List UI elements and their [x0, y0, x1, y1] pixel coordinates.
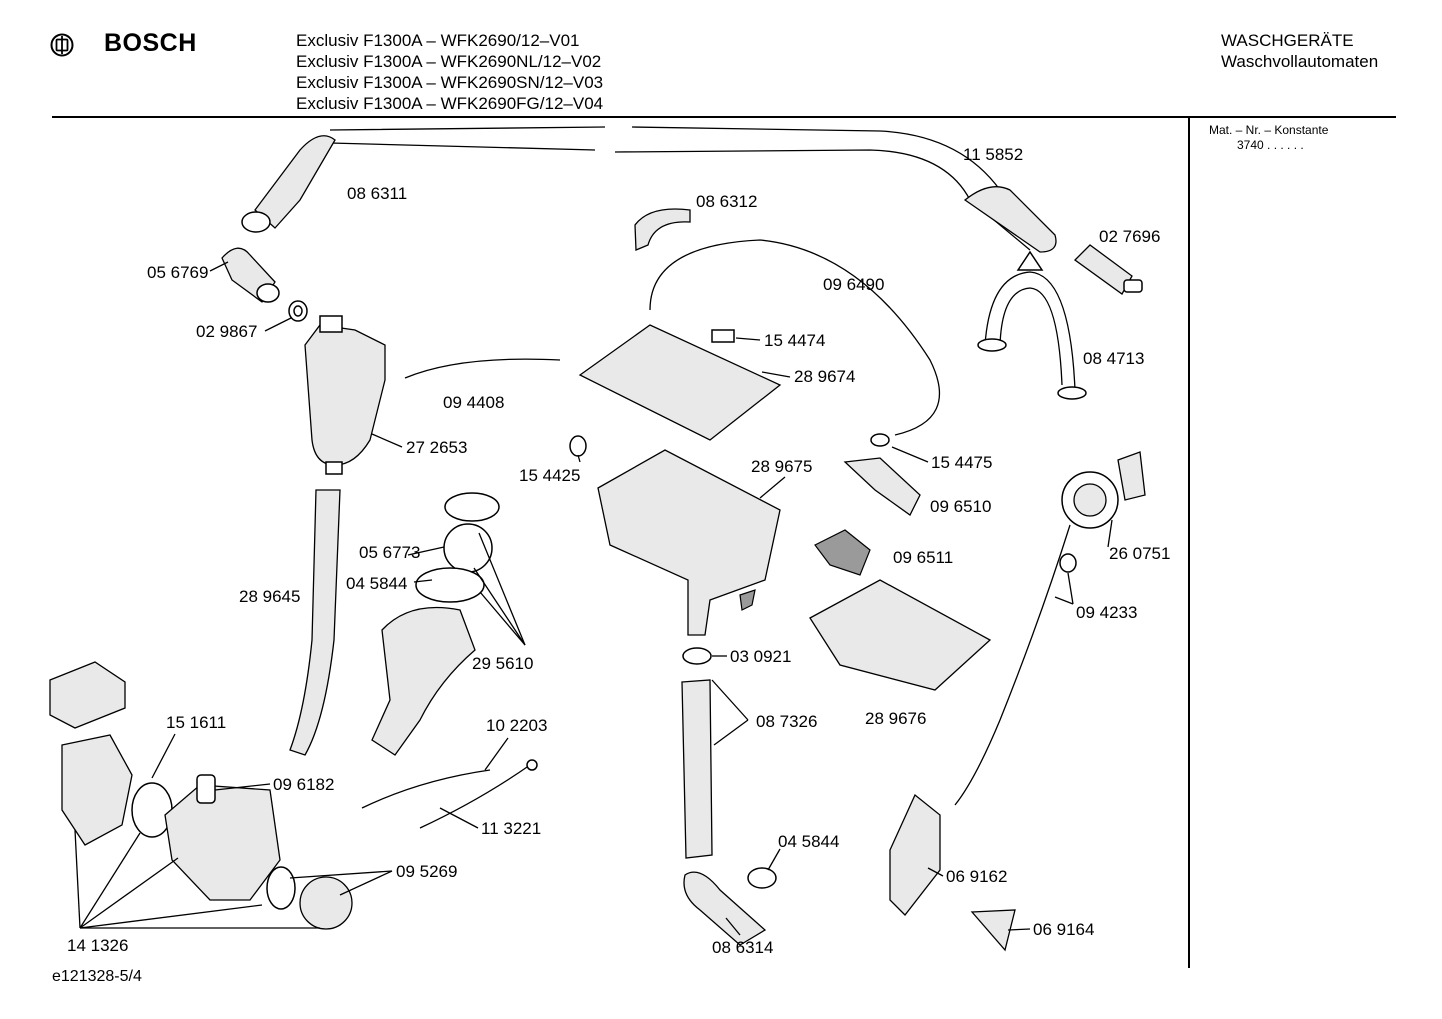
- part-label: 15 4425: [519, 466, 580, 485]
- part-label: 27 2653: [406, 438, 467, 457]
- material-number-label: Mat. – Nr. – Konstante: [1209, 123, 1329, 137]
- part-label: 09 4233: [1076, 603, 1137, 622]
- part-label: 28 9676: [865, 709, 926, 728]
- part-label: 02 9867: [196, 322, 257, 341]
- part-label: 09 4408: [443, 393, 504, 412]
- model-line: Exclusiv F1300A – WFK2690/12–V01: [296, 31, 580, 50]
- part-label: 15 1611: [166, 713, 226, 732]
- part-labels: 11 5852 08 6311 08 6312 02 7696 05 6769 …: [67, 145, 1170, 957]
- part-label: 08 7326: [756, 712, 817, 731]
- part-label: 09 6511: [893, 548, 953, 567]
- part-label: 08 4713: [1083, 349, 1144, 368]
- part-label: 15 4475: [931, 453, 992, 472]
- part-label: 05 6769: [147, 263, 208, 282]
- part-label: 06 9164: [1033, 920, 1094, 939]
- part-label: 11 3221: [481, 819, 541, 838]
- part-label: 02 7696: [1099, 227, 1160, 246]
- part-label: 06 9162: [946, 867, 1007, 886]
- part-label: 08 6314: [712, 938, 773, 957]
- material-number-value: 3740 . . . . . .: [1237, 138, 1304, 152]
- part-label: 09 5269: [396, 862, 457, 881]
- part-label: 28 9674: [794, 367, 855, 386]
- part-label: 09 6510: [930, 497, 991, 516]
- part-label: 15 4474: [764, 331, 825, 350]
- part-label: 09 6490: [823, 275, 884, 294]
- part-label: 28 9645: [239, 587, 300, 606]
- part-label: 10 2203: [486, 716, 547, 735]
- bosch-armature-icon: [50, 33, 74, 57]
- part-drawings: [49, 126, 1146, 952]
- category-block: WASCHGERÄTE Waschvollautomaten: [1221, 30, 1378, 72]
- category-title: WASCHGERÄTE: [1221, 31, 1354, 50]
- part-label: 28 9675: [751, 457, 812, 476]
- model-line: Exclusiv F1300A – WFK2690SN/12–V03: [296, 73, 604, 92]
- model-line: Exclusiv F1300A – WFK2690FG/12–V04: [296, 94, 604, 113]
- part-label: 08 6311: [347, 184, 407, 203]
- part-label: 04 5844: [778, 832, 839, 851]
- part-label: 26 0751: [1109, 544, 1170, 563]
- part-label: 09 6182: [273, 775, 334, 794]
- part-label: 29 5610: [472, 654, 533, 673]
- material-number-panel: Mat. – Nr. – Konstante 3740 . . . . . .: [1209, 123, 1328, 153]
- model-line: Exclusiv F1300A – WFK2690NL/12–V02: [296, 52, 602, 71]
- part-label: 05 6773: [359, 543, 420, 562]
- model-list: Exclusiv F1300A – WFK2690/12–V01 Exclusi…: [296, 30, 603, 114]
- document-code: e121328-5/4: [52, 968, 142, 985]
- part-label: 14 1326: [67, 936, 128, 955]
- header-divider: [52, 116, 1396, 118]
- part-label: 11 5852: [963, 145, 1023, 164]
- side-panel-divider: [1188, 118, 1190, 968]
- leader-lines: [74, 261, 1113, 936]
- brand-logo-text: BOSCH: [104, 29, 197, 57]
- part-label: 04 5844: [346, 574, 407, 593]
- category-subtitle: Waschvollautomaten: [1221, 52, 1379, 71]
- part-label: 03 0921: [730, 647, 791, 666]
- part-label: 08 6312: [696, 192, 757, 211]
